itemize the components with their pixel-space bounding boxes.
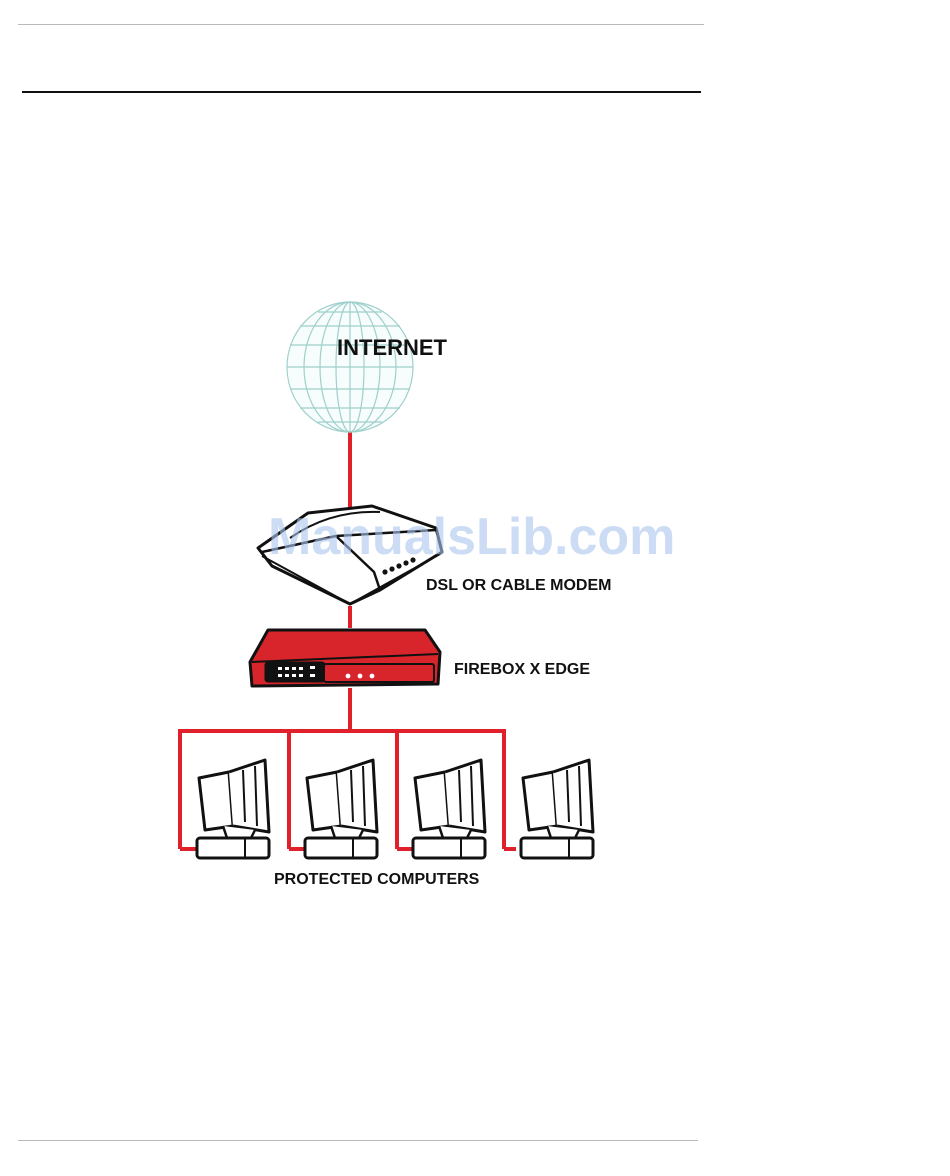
computers-label: PROTECTED COMPUTERS xyxy=(274,871,480,888)
modem-label: DSL OR CABLE MODEM xyxy=(426,577,611,594)
firewall-appliance-icon xyxy=(250,630,440,686)
computer-icon xyxy=(305,760,377,858)
internet-label: INTERNET xyxy=(337,335,448,360)
computer-icon xyxy=(197,760,269,858)
watermark: ManualsLib.com xyxy=(268,508,675,566)
globe-icon xyxy=(287,302,413,432)
firebox-label: FIREBOX X EDGE xyxy=(454,661,590,678)
computer-icon xyxy=(521,760,593,858)
computer-icon xyxy=(413,760,485,858)
